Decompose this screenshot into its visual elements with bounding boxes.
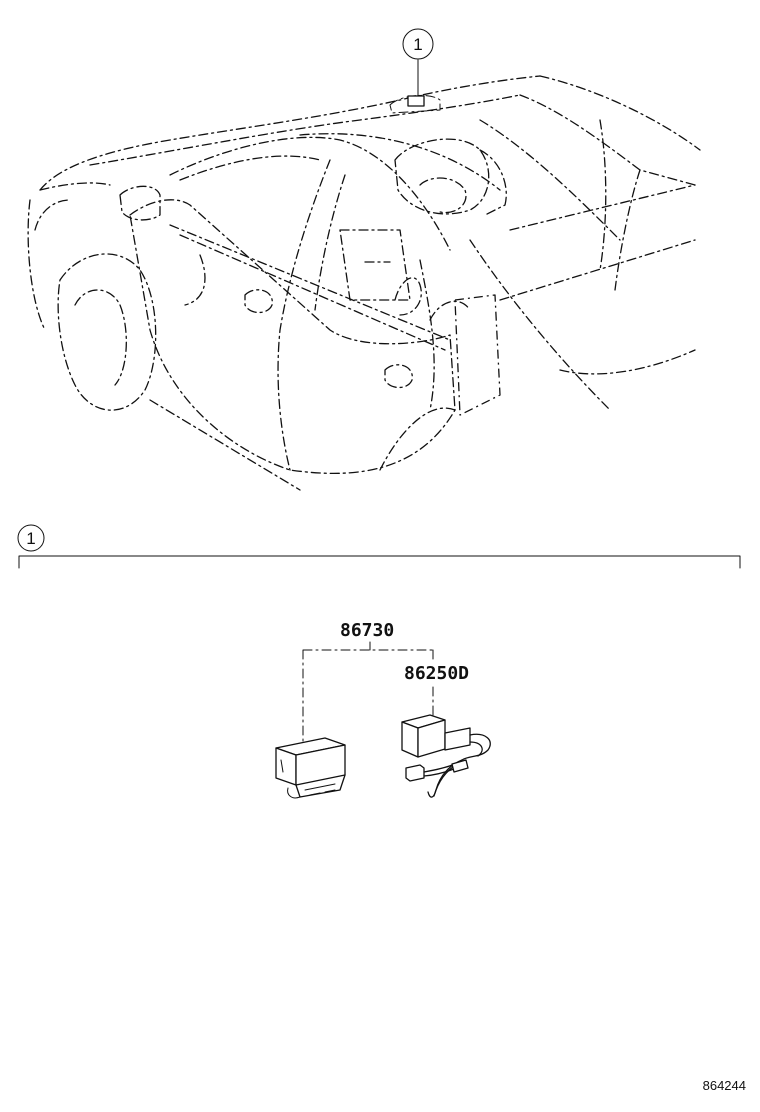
callout-1-top: 1 xyxy=(402,28,434,97)
part-number-86730: 86730 xyxy=(340,620,394,641)
section-header: 1 xyxy=(17,524,741,569)
section-callout-circle xyxy=(17,524,45,552)
part-86730-module xyxy=(275,737,346,799)
callout-circle xyxy=(402,28,434,60)
vehicle-illustration xyxy=(27,75,701,491)
section-callout-number: 1 xyxy=(26,529,35,548)
leader-86730 xyxy=(302,641,434,746)
illustration-reference-code: 864244 xyxy=(703,1078,746,1093)
part-labels: 86730 86250D xyxy=(302,620,469,746)
callout-number: 1 xyxy=(413,35,422,54)
part-86250d-sensor xyxy=(401,714,491,798)
section-bracket xyxy=(18,555,741,569)
part-number-86250d: 86250D xyxy=(404,663,469,684)
